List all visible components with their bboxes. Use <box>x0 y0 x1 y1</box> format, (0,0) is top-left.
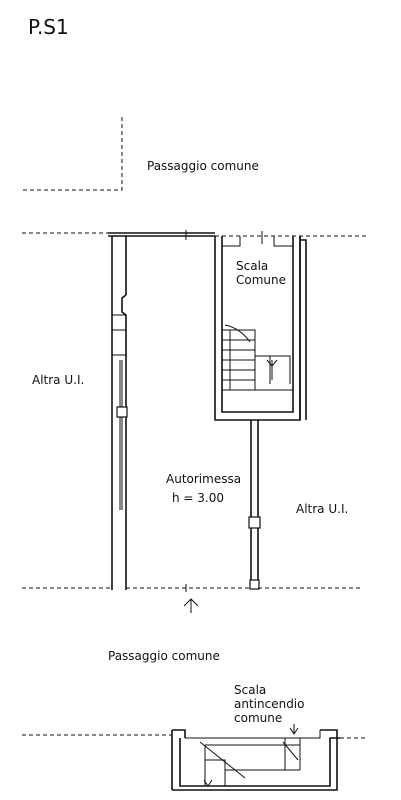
label-antincendio-1: Scala <box>234 683 266 697</box>
label-passaggio-bottom: Passaggio comune <box>108 649 220 663</box>
label-autorimessa: Autorimessa <box>166 472 241 486</box>
label-comune: Comune <box>236 273 286 287</box>
garage-right-wall <box>248 420 261 590</box>
upper-boundary-line <box>22 232 368 237</box>
upper-passage-boundary <box>22 117 123 191</box>
entry-arrow <box>183 598 199 613</box>
garage-top-wall <box>108 230 215 240</box>
label-antincendio-3: comune <box>234 711 282 725</box>
common-staircase <box>214 231 301 421</box>
lower-boundary-line <box>22 584 363 592</box>
right-wall-stub <box>300 239 307 420</box>
garage-left-wall <box>111 236 128 590</box>
label-antincendio-2: antincendio <box>234 697 304 711</box>
fire-escape-staircase <box>22 724 368 791</box>
label-scala: Scala <box>236 259 268 273</box>
label-passaggio-top: Passaggio comune <box>147 159 259 173</box>
label-altra-left: Altra U.I. <box>32 373 84 387</box>
label-altra-right: Altra U.I. <box>296 502 348 516</box>
floor-title: P.S1 <box>28 15 69 39</box>
label-height: h = 3.00 <box>172 491 224 505</box>
